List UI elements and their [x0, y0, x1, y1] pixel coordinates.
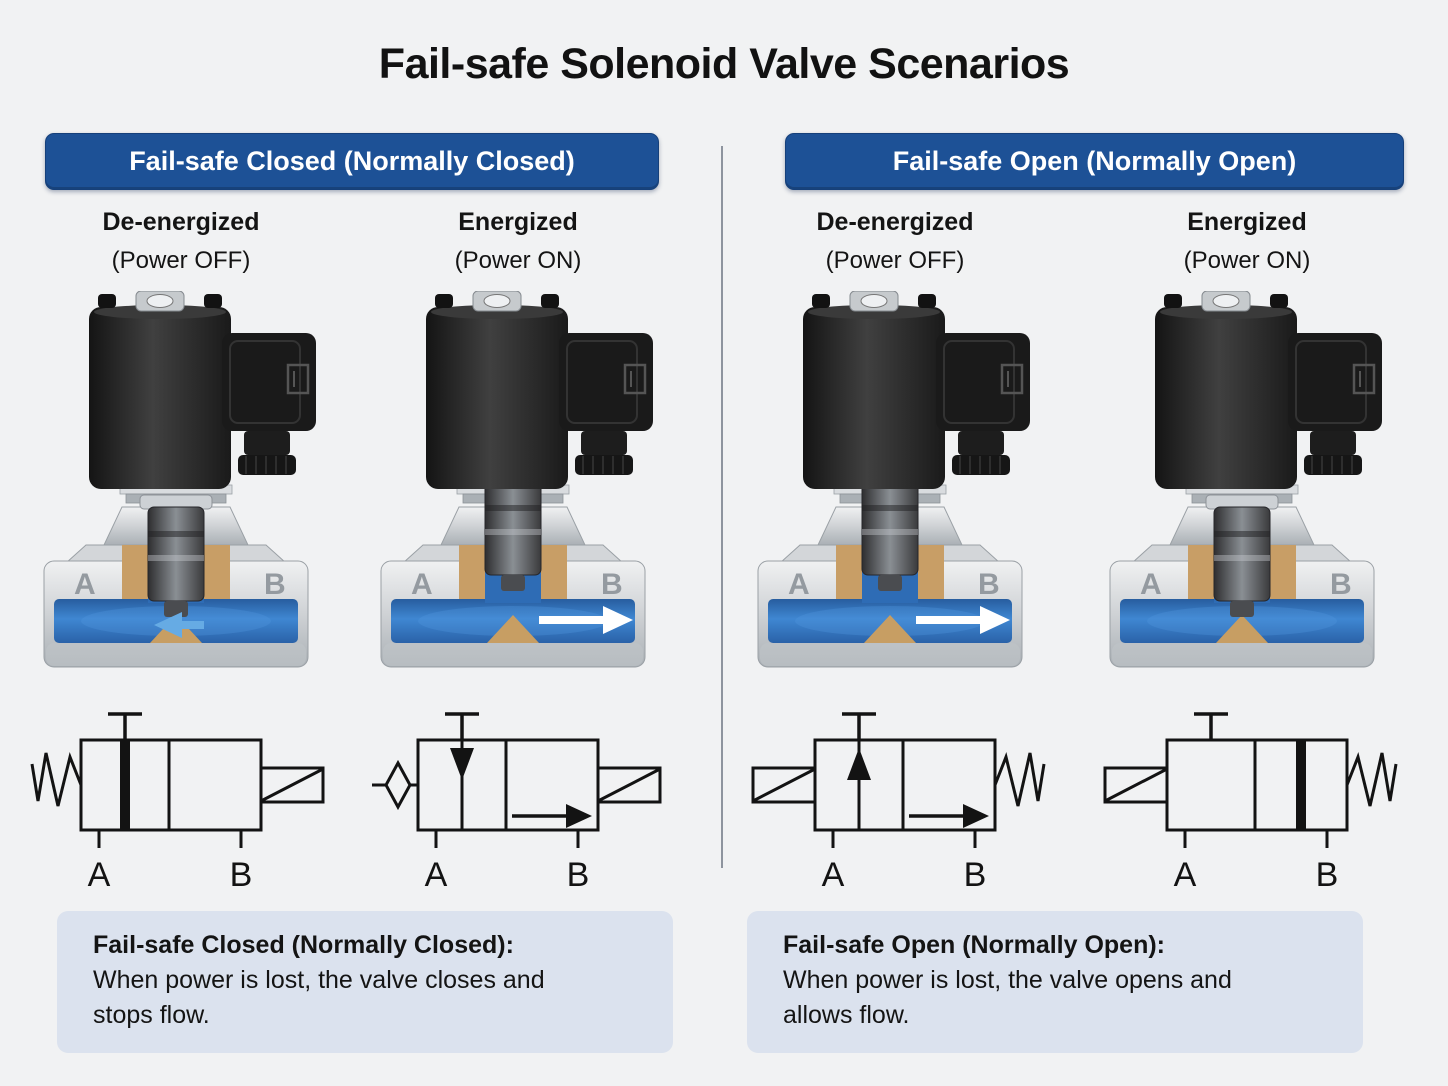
info-box-fail-safe-open: Fail-safe Open (Normally Open): When pow…	[747, 911, 1363, 1053]
din-connector	[222, 333, 316, 475]
spring-return-symbol	[30, 752, 83, 807]
info-heading-open: Fail-safe Open (Normally Open):	[783, 931, 1166, 959]
info-box-fail-safe-closed: Fail-safe Closed (Normally Closed): When…	[57, 911, 673, 1053]
info-body-closed: When power is lost, the valve closes and…	[93, 966, 545, 1029]
port-letter-b: B	[1316, 856, 1339, 894]
port-letter-a: A	[822, 856, 845, 894]
port-letter-a: A	[1174, 856, 1197, 894]
power-label-no-deenergized: (Power OFF)	[825, 247, 965, 274]
pilot-diamond-symbol	[372, 759, 418, 811]
solenoid-coil-symbol	[751, 766, 817, 804]
state-label-no-energized: Energized	[1187, 208, 1307, 236]
din-connector	[936, 333, 1030, 475]
power-label-nc-energized: (Power ON)	[454, 247, 582, 274]
panel-header-fail-safe-closed: Fail-safe Closed (Normally Closed)	[45, 133, 659, 190]
port-letter-b: B	[978, 568, 1000, 601]
page-title: Fail-safe Solenoid Valve Scenarios	[378, 40, 1070, 88]
solenoid-coil-symbol	[1103, 766, 1169, 804]
valve-cutaway-no-energized: A B	[1102, 291, 1392, 673]
din-connector	[1288, 333, 1382, 475]
solenoid-coil	[1155, 291, 1297, 489]
port-letter-a: A	[74, 568, 96, 601]
plunger	[139, 494, 213, 617]
spring-return-symbol	[993, 752, 1046, 807]
port-stubs	[831, 830, 977, 848]
port-letter-a: A	[1140, 568, 1162, 601]
flow-arrow-right	[916, 606, 1010, 634]
port-letter-b: B	[230, 856, 253, 894]
valve-seat	[1216, 615, 1268, 643]
port-letter-a: A	[425, 856, 448, 894]
valve-seat	[864, 615, 916, 643]
port-stubs	[434, 830, 580, 848]
flow-arrow-left	[154, 612, 204, 638]
port-stubs	[1183, 830, 1329, 848]
port-letter-b: B	[601, 568, 623, 601]
state-label-no-deenergized: De-energized	[816, 208, 974, 236]
solenoid-coil	[89, 291, 231, 489]
plunger	[1205, 494, 1279, 617]
info-heading-closed: Fail-safe Closed (Normally Closed):	[93, 931, 514, 959]
valve-cutaway-no-deenergized: A B	[750, 291, 1040, 673]
poppet-up-symbol	[847, 740, 871, 830]
port-stubs	[97, 830, 243, 848]
blocked-bar-symbol	[1296, 740, 1306, 830]
solenoid-coil	[803, 291, 945, 489]
port-letter-a: A	[88, 856, 111, 894]
flow-path-arrow-symbol	[909, 804, 989, 828]
solenoid-coil	[426, 291, 568, 489]
valve-cutaway-nc-energized: A B	[373, 291, 663, 673]
panel-header-fail-safe-open: Fail-safe Open (Normally Open)	[785, 133, 1404, 190]
valve-cutaway-nc-deenergized: A B	[36, 291, 326, 673]
stem-symbol	[1194, 712, 1228, 740]
spring-return-symbol	[1345, 752, 1398, 807]
flow-path-arrow-symbol	[512, 804, 592, 828]
port-letter-b: B	[964, 856, 987, 894]
port-letter-a: A	[788, 568, 810, 601]
state-label-nc-energized: Energized	[458, 208, 578, 236]
blocked-bar-symbol	[120, 740, 130, 830]
flow-arrow-right	[539, 606, 633, 634]
solenoid-coil-symbol	[259, 766, 325, 804]
panel-divider-line	[721, 146, 723, 868]
port-letter-b: B	[1330, 568, 1352, 601]
state-label-nc-deenergized: De-energized	[102, 208, 260, 236]
valve-seat	[487, 615, 539, 643]
info-body-open: When power is lost, the valve opens and …	[783, 966, 1232, 1029]
power-label-nc-deenergized: (Power OFF)	[111, 247, 251, 274]
stem-symbol	[445, 712, 479, 740]
poppet-down-symbol	[450, 740, 474, 830]
din-connector	[559, 333, 653, 475]
port-letter-b: B	[264, 568, 286, 601]
solenoid-coil-symbol	[596, 766, 662, 804]
stem-symbol	[108, 712, 142, 740]
stem-symbol	[842, 712, 876, 740]
power-label-no-energized: (Power ON)	[1183, 247, 1311, 274]
port-letter-b: B	[567, 856, 590, 894]
port-letter-a: A	[411, 568, 433, 601]
